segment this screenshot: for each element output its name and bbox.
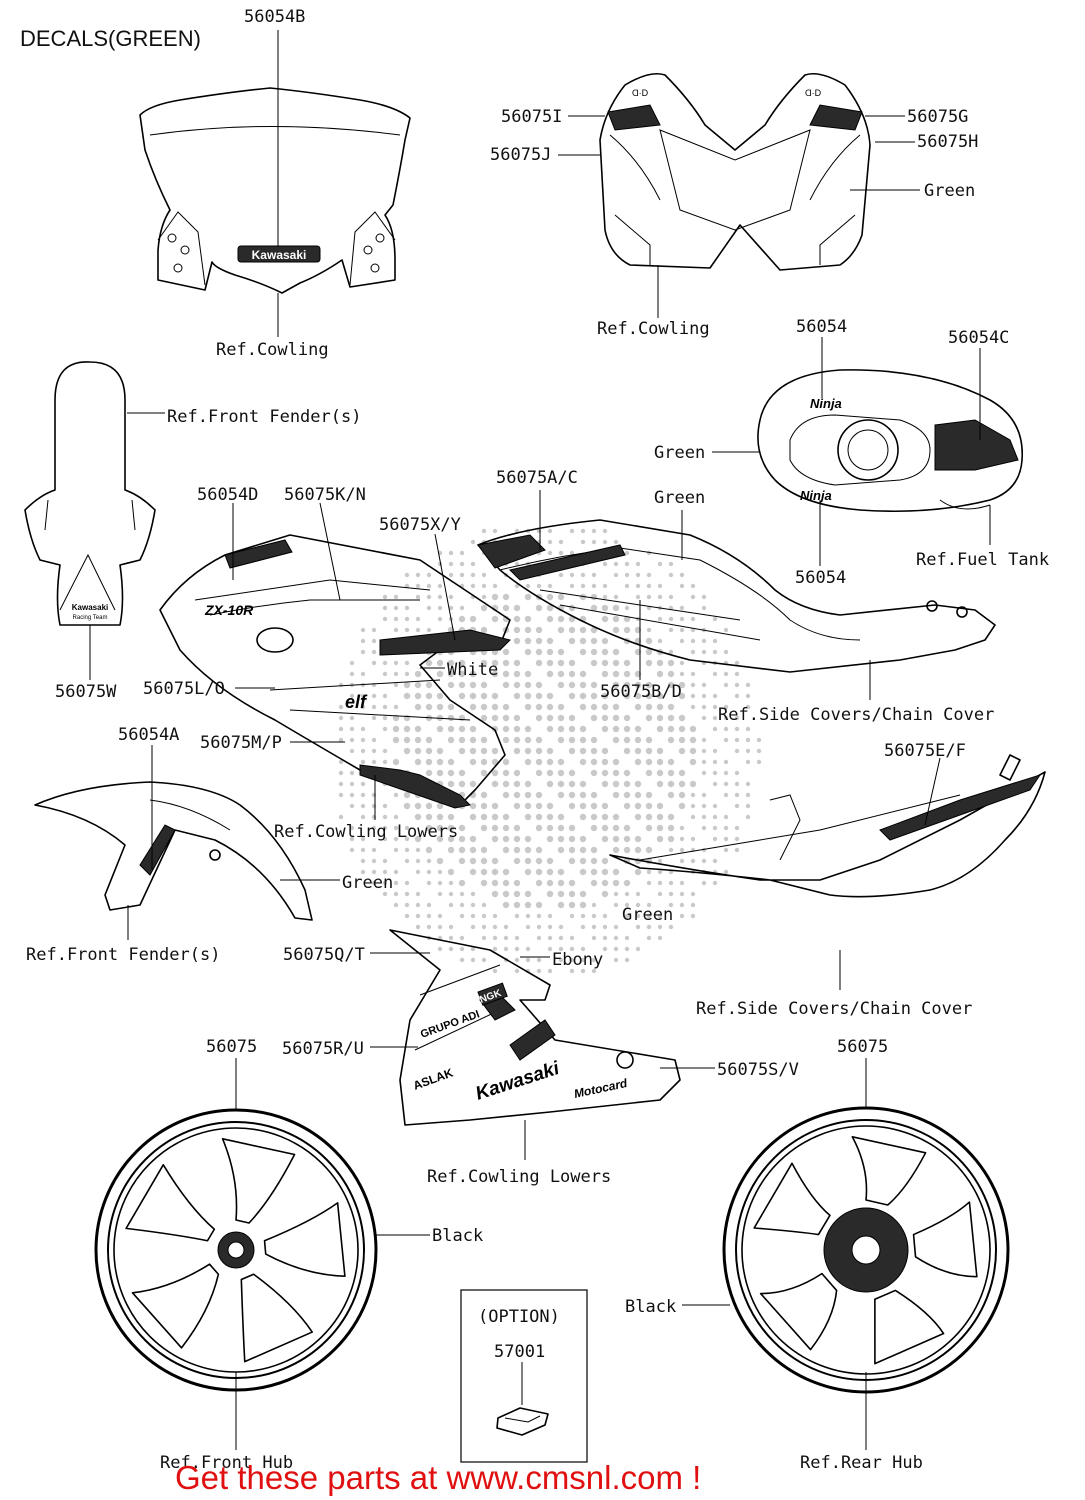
label-56054-bottom: 56054 (795, 568, 846, 588)
label-ref-front-fender-2: Ref.Front Fender(s) (26, 945, 220, 965)
side-cover (477, 519, 996, 673)
label-ref-front-fender-1: Ref.Front Fender(s) (167, 407, 361, 427)
label-black-right: Black (625, 1297, 676, 1317)
label-56054A: 56054A (118, 725, 179, 745)
diagram-title: DECALS(GREEN) (20, 26, 201, 51)
tank-decal-top: Ninja (810, 396, 842, 411)
label-ref-rear-hub: Ref.Rear Hub (800, 1453, 923, 1473)
label-green-rear: Green (622, 905, 673, 925)
kawasaki-screen-decal (237, 245, 321, 263)
elf-decal-text: elf (345, 692, 368, 712)
label-57001: 57001 (494, 1342, 545, 1362)
screen-decal-text: Kawasaki (252, 248, 307, 262)
label-56075I: 56075I (501, 107, 562, 127)
fuel-tank: Ninja Ninja (757, 369, 1023, 513)
label-56075KN: 56075K/N (284, 485, 366, 505)
label-green-cowl: Green (924, 181, 975, 201)
label-56075-right: 56075 (837, 1037, 888, 1057)
label-56075QT: 56075Q/T (283, 945, 365, 965)
label-56075BD: 56075B/D (600, 682, 682, 702)
label-56075XY: 56075X/Y (379, 515, 461, 535)
label-green-fender: Green (342, 873, 393, 893)
lower-decal-sponsor-1: GRUPO ADI (419, 1008, 481, 1040)
label-option: (OPTION) (478, 1307, 560, 1327)
cmsnl-watermark (338, 528, 762, 974)
label-56075SV: 56075S/V (717, 1060, 799, 1080)
label-56075H: 56075H (917, 132, 978, 152)
label-ref-cowling-2: Ref.Cowling (597, 319, 710, 339)
front-fender-side (34, 781, 313, 921)
label-ref-fuel-tank: Ref.Fuel Tank (916, 550, 1049, 570)
label-green-cover: Green (654, 488, 705, 508)
label-56075-left: 56075 (206, 1037, 257, 1057)
tank-decal-bottom: Ninja (800, 488, 832, 503)
cowl-decal-text: ZX-10R (204, 602, 254, 618)
label-56075G: 56075G (907, 107, 968, 127)
label-56075AC: 56075A/C (496, 468, 578, 488)
label-56054-top: 56054 (796, 317, 847, 337)
label-ebony: Ebony (552, 950, 603, 970)
label-ref-cowling-lowers-2: Ref.Cowling Lowers (427, 1167, 611, 1187)
option-box (460, 1289, 588, 1463)
label-ref-cowling-lowers-1: Ref.Cowling Lowers (274, 822, 458, 842)
label-56075EF: 56075E/F (884, 741, 966, 761)
front-cowl: Ɑ·D Ɑ·D (599, 72, 871, 271)
lower-decal-logo: Kawasaki (473, 1058, 563, 1105)
label-ref-side-covers-1: Ref.Side Covers/Chain Cover (718, 705, 994, 725)
label-56075LO: 56075L/O (143, 679, 225, 699)
rear-wheel (722, 1106, 1010, 1394)
fender-decal-subtext: Racing Team (73, 615, 108, 621)
label-ref-side-covers-2: Ref.Side Covers/Chain Cover (696, 999, 972, 1019)
rear-cowl (609, 754, 1046, 898)
front-wheel (94, 1108, 378, 1392)
footer-link[interactable]: Get these parts at www.cmsnl.com ! (175, 1459, 701, 1496)
svg-text:Ɑ·D: Ɑ·D (632, 88, 649, 98)
label-56054B: 56054B (244, 7, 305, 27)
label-56075J: 56075J (490, 145, 551, 165)
label-56054D: 56054D (197, 485, 258, 505)
label-56054C: 56054C (948, 328, 1009, 348)
label-green-tank: Green (654, 443, 705, 463)
fender-decal-text: Kawasaki (72, 603, 108, 612)
label-56075MP: 56075M/P (200, 733, 282, 753)
lower-decal-sub: Motocard (573, 1076, 629, 1101)
label-white: White (447, 660, 498, 680)
label-56075RU: 56075R/U (282, 1039, 364, 1059)
label-black-left: Black (432, 1226, 483, 1246)
label-56075W: 56075W (55, 682, 117, 702)
front-fender-top: Kawasaki Racing Team (24, 361, 156, 626)
lower-cowl: GRUPO ADI NGK ASLAK Kawasaki Motocard (389, 929, 681, 1126)
label-ref-cowling-1: Ref.Cowling (216, 340, 329, 360)
windscreen: Kawasaki (139, 87, 411, 294)
label-ref-front-hub: Ref.Front Hub (160, 1453, 293, 1473)
lower-decal-sponsor-3: ASLAK (411, 1065, 455, 1092)
middle-cowl: ZX-10R elf (159, 534, 511, 809)
svg-text:Ɑ·D: Ɑ·D (805, 88, 822, 98)
